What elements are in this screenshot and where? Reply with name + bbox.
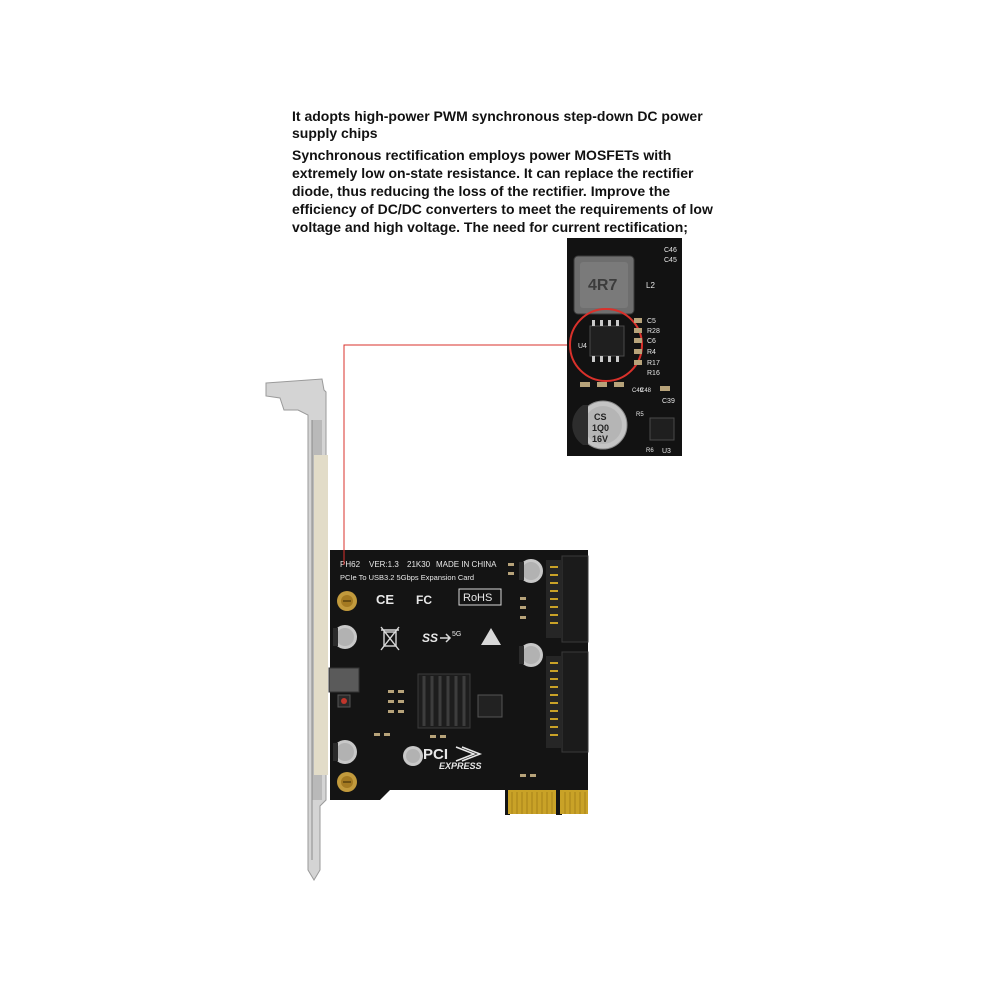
inset-label-r17: R17 (647, 360, 660, 367)
superspeed-mark: SS (422, 631, 438, 645)
capacitor-4-icon (333, 740, 357, 764)
inset-label-c6: C6 (647, 338, 656, 345)
capacitor-1-icon (333, 625, 357, 649)
rohs-box (458, 588, 502, 606)
pci-logo-text: PCI (423, 746, 448, 763)
inset-top-label-2: C45 (664, 257, 677, 264)
inset-top-label-1: C46 (664, 247, 677, 254)
fcc-mark: FC (416, 593, 432, 607)
caption-heading: It adopts high-power PWM synchronous ste… (292, 108, 703, 141)
inset-cap-line-1: CS (594, 412, 607, 422)
highlight-dot (341, 698, 347, 704)
ce-mark: CE (376, 592, 394, 607)
board-date-code: 21K30 (407, 560, 431, 569)
capacitor-3-icon (519, 643, 543, 667)
inset-label-c49: C49 (632, 388, 644, 394)
inset-label-r5: R5 (636, 412, 644, 418)
pcb-board: PH62 VER:1.3 21K30 MADE IN CHINA PCIe To… (328, 550, 589, 815)
board-version: VER:1.3 (369, 560, 399, 569)
rohs-mark: RoHS (463, 592, 492, 604)
capacitor-2-icon (519, 559, 543, 583)
zoom-inset: 4R7 L2 C46 C45 U4 C5 R28 C6 R4 R17 R16 (567, 238, 682, 456)
capacitor-5-icon (403, 746, 423, 766)
usb-arrow-icon (440, 633, 452, 643)
board-description: PCIe To USB3.2 5Gbps Expansion Card (340, 573, 474, 582)
inset-u3-ref: U3 (662, 448, 671, 455)
board-ic (477, 694, 503, 718)
inset-label-c39: C39 (662, 398, 675, 405)
pci-chevron-icon (455, 746, 483, 762)
caption-body: Synchronous rectification employs power … (292, 147, 713, 235)
inset-cap-line-2: 1Q0 (592, 423, 609, 433)
inset-label-r28: R28 (647, 328, 660, 335)
esd-warning-icon (481, 628, 501, 645)
inset-u3-chip (649, 417, 675, 441)
caption: It adopts high-power PWM synchronous ste… (292, 108, 732, 236)
mounting-bracket (265, 378, 328, 881)
gold-fingers-b (560, 790, 588, 814)
inset-label-r4: R4 (647, 349, 656, 356)
pci-express-text: EXPRESS (439, 761, 482, 771)
inset-label-r6: R6 (646, 448, 654, 454)
inductor-ref: L2 (646, 281, 655, 290)
usb-header-bottom (546, 651, 589, 753)
screw-bottom-icon (337, 772, 357, 792)
heatsink (417, 673, 471, 729)
inset-label-r16: R16 (647, 370, 660, 377)
board-model: PH62 (340, 560, 361, 569)
screw-top-icon (337, 591, 357, 611)
inset-cap-line-3: 16V (592, 434, 608, 444)
inset-label-c5: C5 (647, 318, 656, 325)
speed-mark: 5G (452, 631, 461, 638)
board-origin: MADE IN CHINA (436, 560, 497, 569)
callout-line (343, 344, 570, 565)
inductor-marking: 4R7 (588, 277, 617, 294)
ic-ref: U4 (578, 343, 587, 350)
inset-capacitor (572, 400, 628, 450)
weee-bin-icon (380, 626, 400, 651)
inset-label-c48: C48 (640, 388, 652, 394)
board-inductor (328, 667, 360, 693)
highlight-circle (569, 308, 643, 382)
inset-pwm-chip (589, 320, 625, 362)
